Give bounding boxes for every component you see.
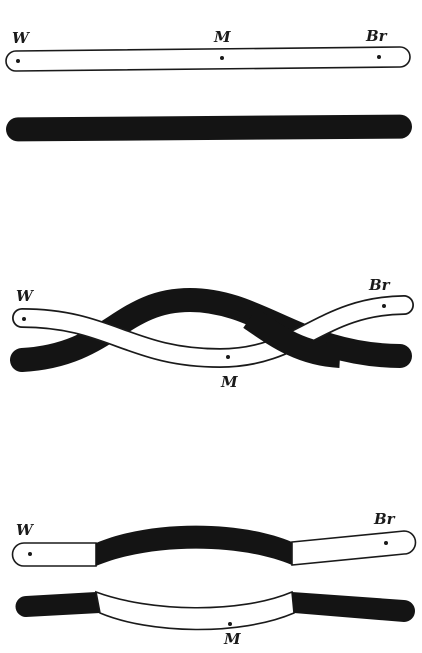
lower-chromosome-right-black [292,592,415,622]
label-m: M [213,28,231,46]
label-br-2: Br [368,276,391,294]
label-m-3: M [223,630,241,648]
upper-chromosome-right-white [291,530,417,566]
label-w-3: W [16,521,35,539]
label-br: Br [365,27,388,45]
lower-chromosome-middle-white [94,590,295,631]
locus-m-dot [220,56,224,60]
locus-m-dot-2 [226,355,230,359]
panel-exchanged: W M Br [11,510,417,648]
label-w-2: W [16,287,35,305]
panel-crossing: W M Br [10,276,414,391]
locus-w-dot [16,59,20,63]
lower-chromosome-left-black [15,592,101,617]
label-m-2: M [220,373,238,391]
label-br-3: Br [373,510,396,528]
white-chromosome [5,46,411,72]
upper-chromosome-middle-black [96,525,292,566]
white-chromosome-crossing [13,296,413,367]
black-overpass-right [243,308,341,368]
upper-chromosome-left-white [11,542,97,567]
locus-m-dot-3 [228,622,232,626]
locus-w-dot-3 [28,552,32,556]
panel-parallel: W M Br [5,27,412,142]
locus-br-dot [377,55,381,59]
label-w: W [12,29,31,47]
locus-br-dot-3 [384,541,388,545]
locus-br-dot-2 [382,304,386,308]
black-chromosome [6,114,412,142]
locus-w-dot-2 [22,317,26,321]
